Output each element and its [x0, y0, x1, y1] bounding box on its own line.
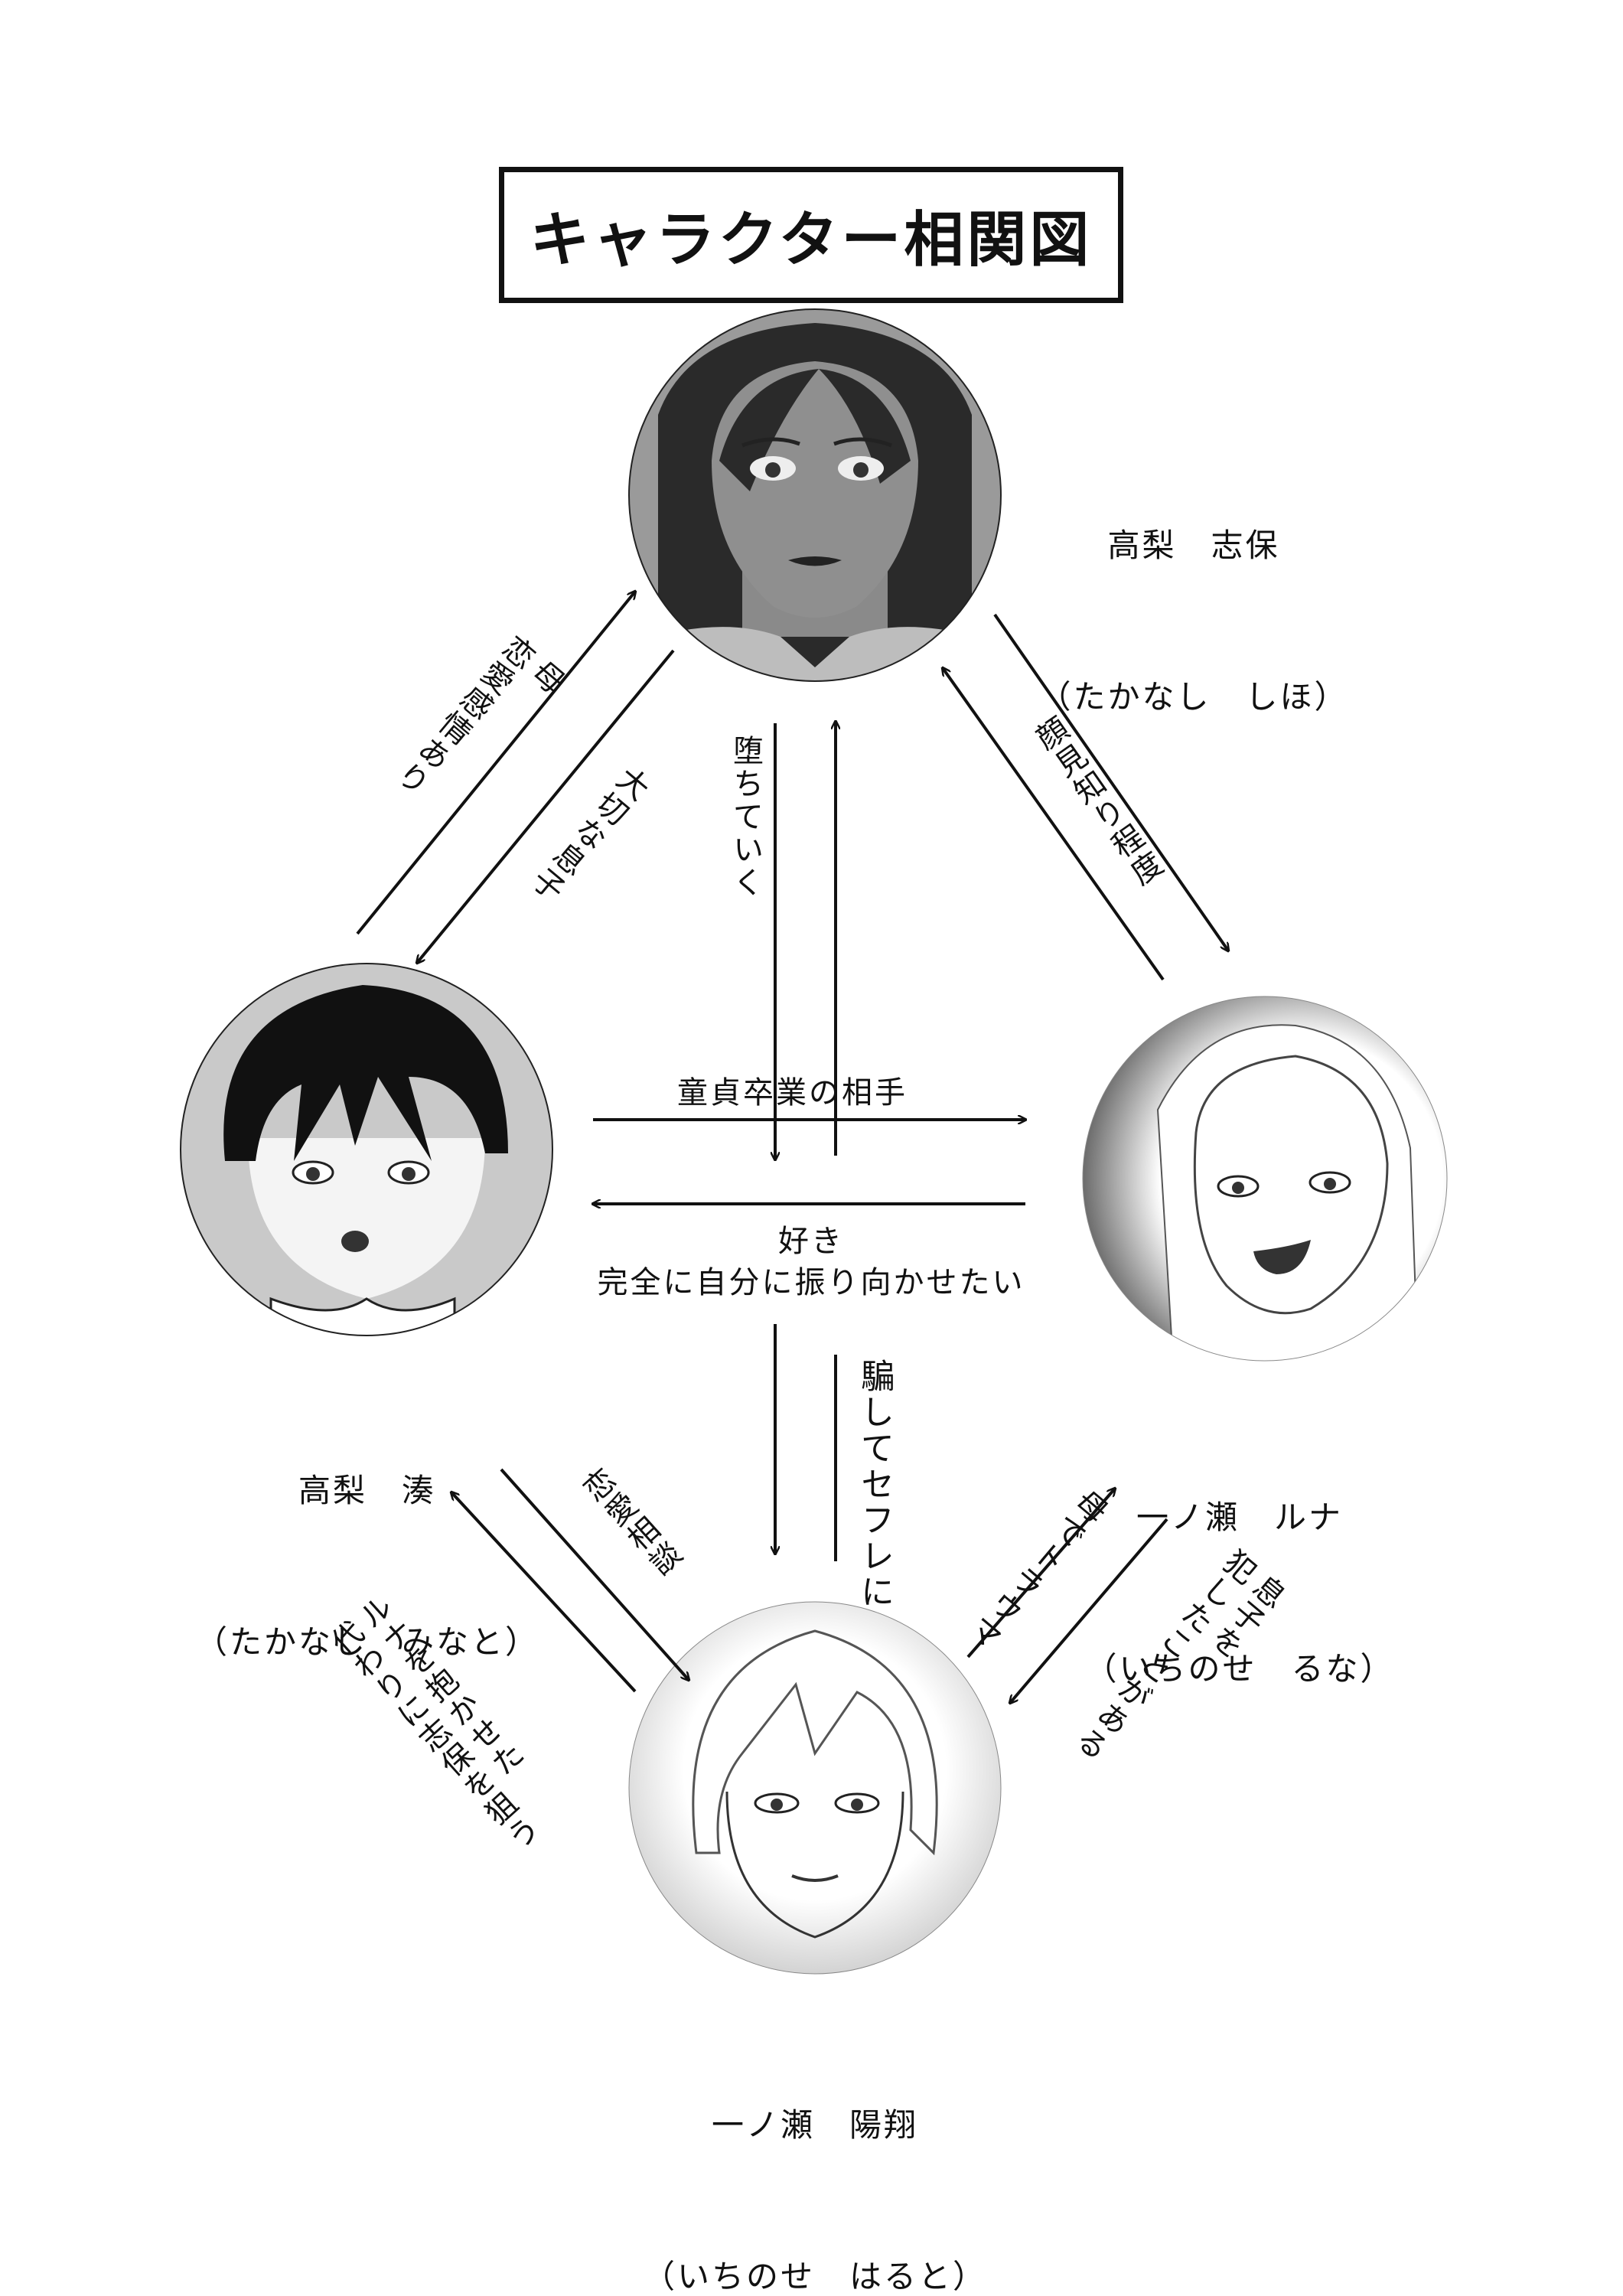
arrow-runa-to-shiho	[943, 668, 1165, 981]
runa-name-reading: （いちのせ るな）	[1084, 1650, 1395, 1688]
haruto-portrait	[628, 1601, 1002, 1975]
label-runa-to-minato: 好き 完全に自分に振り向かせたい	[566, 1221, 1056, 1303]
arrow-minato-to-shiho	[356, 592, 635, 935]
arrow-haruto-to-minato	[451, 1492, 637, 1693]
label-shiho-to-haruto: 堕ちていく	[728, 735, 763, 899]
minato-name: 高梨 湊 （たかなし みなと）	[191, 1365, 543, 1769]
arrow-runa-to-haruto	[1010, 1518, 1168, 1703]
label-minato-to-runa: 童貞卒業の相手	[677, 1075, 908, 1110]
arrow-minato-to-haruto	[500, 1468, 689, 1680]
haruto-name-reading: （いちのせ はると）	[642, 2258, 987, 2295]
arrow-shiho-to-minato	[417, 649, 675, 963]
shiho-name-reading: （たかなし しほ）	[1038, 678, 1349, 716]
runa-portrait	[1082, 996, 1448, 1362]
haruto-name-kanji: 一ノ瀬 陽翔	[711, 2106, 918, 2144]
shiho-name-kanji: 高梨 志保	[1107, 527, 1280, 564]
runa-name-kanji: 一ノ瀬 ルナ	[1136, 1499, 1343, 1536]
page-title: キャラクター相関図	[499, 167, 1123, 303]
runa-name: 一ノ瀬 ルナ （いちのせ るな）	[1064, 1391, 1416, 1795]
minato-name-kanji: 高梨 湊	[298, 1472, 436, 1509]
haruto-name: 一ノ瀬 陽翔 （いちのせ はると）	[639, 1999, 991, 2296]
arrow-haruto-to-runa	[966, 1489, 1115, 1658]
label-runa-to-minato-line1: 好き	[778, 1224, 844, 1259]
label-haruto-to-shiho: 騙してセフレに	[855, 1358, 894, 1610]
arrow-shiho-to-runa	[993, 613, 1228, 951]
shiho-name: 高梨 志保 （たかなし しほ）	[1018, 419, 1370, 823]
minato-portrait	[180, 963, 553, 1336]
label-runa-to-minato-line2: 完全に自分に振り向かせたい	[597, 1265, 1025, 1300]
page-title-text: キャラクター相関図	[530, 206, 1093, 275]
minato-name-reading: （たかなし みなと）	[194, 1623, 539, 1661]
shiho-portrait	[628, 308, 1002, 682]
